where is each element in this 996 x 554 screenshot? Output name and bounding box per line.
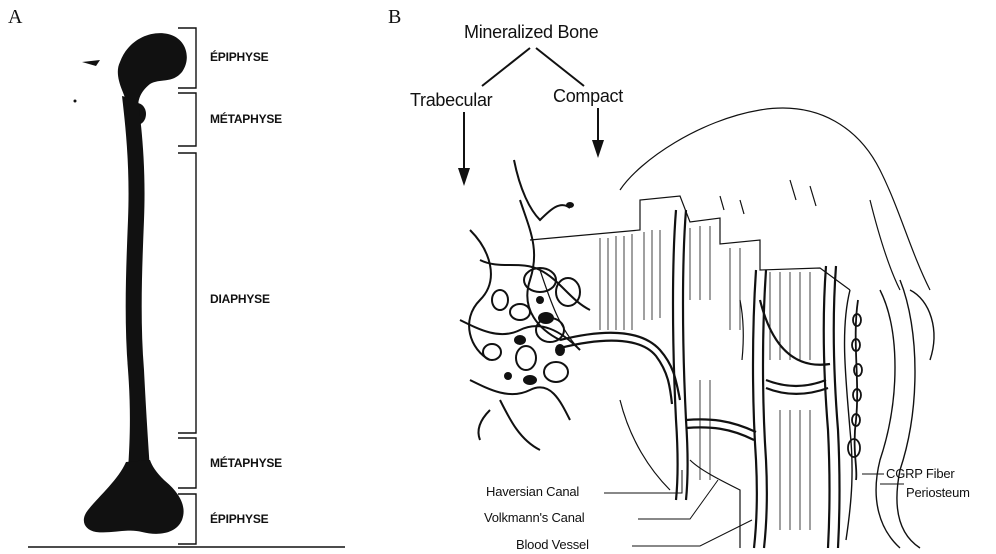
label-epiphyse-bottom: ÉPIPHYSE [210, 512, 268, 526]
down-arrows [464, 108, 598, 178]
label-periosteum: Periosteum [906, 485, 970, 500]
label-compact: Compact [553, 86, 623, 107]
compact-arrowhead [592, 140, 604, 158]
long-bone-drawing [84, 33, 187, 534]
panel-a-letter: A [8, 6, 22, 29]
vessel-leader [632, 520, 752, 546]
label-cgrp-fiber: CGRP Fiber [886, 466, 955, 481]
label-epiphyse-top: ÉPIPHYSE [210, 50, 268, 64]
label-trabecular: Trabecular [410, 90, 492, 111]
label-volkmanns-canal: Volkmann's Canal [484, 510, 584, 525]
panel-b-letter: B [388, 6, 401, 29]
speck-mark [74, 100, 77, 103]
region-brackets [178, 28, 196, 544]
trabecular-dark-fill [504, 202, 574, 385]
pointer-mark [82, 60, 100, 66]
label-metaphyse-top: MÉTAPHYSE [210, 112, 282, 126]
label-metaphyse-bottom: MÉTAPHYSE [210, 456, 282, 470]
callout-leaders [604, 470, 904, 546]
label-diaphyse: DIAPHYSE [210, 292, 270, 306]
label-blood-vessel: Blood Vessel [516, 537, 589, 552]
trabecular-arrowhead [458, 168, 470, 186]
hierarchy-lines [482, 48, 584, 86]
label-haversian-canal: Haversian Canal [486, 484, 579, 499]
compact-bone-illustration [530, 108, 934, 548]
label-mineralized-bone: Mineralized Bone [464, 22, 598, 43]
